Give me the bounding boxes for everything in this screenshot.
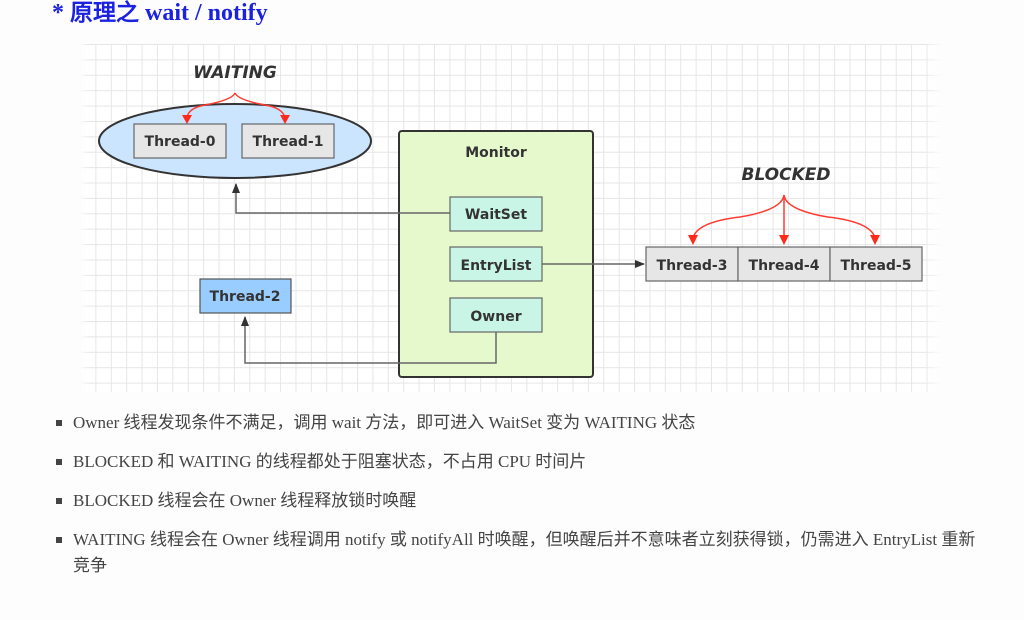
- thread-box-blocked[interactable]: Thread-5: [829, 246, 923, 282]
- thread-box-waiting[interactable]: Thread-1: [241, 123, 335, 159]
- owner-label: Owner: [470, 309, 521, 325]
- waitset-label: WaitSet: [465, 207, 527, 223]
- blocked-arrow-right: [783, 194, 876, 239]
- bullet-marker: [56, 498, 62, 504]
- waiting-arrow-right: [234, 92, 286, 119]
- blocked-label: BLOCKED: [741, 165, 830, 185]
- thread-4-label: Thread-4: [749, 258, 820, 274]
- entrylist-label: EntryList: [461, 258, 532, 274]
- waiting-arrowhead-right: [280, 115, 290, 124]
- thread-1-label: Thread-1: [253, 134, 324, 150]
- waiting-arrowhead-left: [182, 115, 192, 124]
- thread-3-label: Thread-3: [657, 258, 728, 274]
- waitset-to-waiting-connector: [232, 183, 450, 214]
- bullet-marker: [56, 537, 62, 543]
- title-latin: wait / notify: [139, 0, 268, 26]
- list-item-text: WAITING 线程会在 Owner 线程调用 notify 或 notifyA…: [73, 530, 976, 575]
- title-cjk: 原理之: [70, 0, 139, 26]
- waiting-arrow-left: [186, 92, 236, 119]
- thread-box-waiting[interactable]: Thread-0: [133, 123, 227, 159]
- monitor-title: Monitor: [465, 145, 527, 161]
- bullet-marker: [56, 420, 62, 426]
- thread-box-blocked[interactable]: Thread-3: [645, 246, 739, 282]
- list-item-text: Owner 线程发现条件不满足，调用 wait 方法，即可进入 WaitSet …: [73, 413, 696, 432]
- thread-5-label: Thread-5: [841, 258, 912, 274]
- waiting-label: WAITING: [193, 63, 277, 83]
- list-item: BLOCKED 和 WAITING 的线程都处于阻塞状态，不占用 CPU 时间片: [56, 449, 996, 475]
- thread-box-blocked[interactable]: Thread-4: [737, 246, 831, 282]
- list-item-text: BLOCKED 线程会在 Owner 线程释放锁时唤醒: [73, 491, 417, 510]
- title-prefix: *: [52, 0, 70, 26]
- waitset-box[interactable]: WaitSet: [449, 196, 543, 232]
- list-item: Owner 线程发现条件不满足，调用 wait 方法，即可进入 WaitSet …: [56, 410, 996, 436]
- bullet-marker: [56, 459, 62, 465]
- list-item: BLOCKED 线程会在 Owner 线程释放锁时唤醒: [56, 488, 996, 514]
- blocked-arrowhead-right: [870, 235, 880, 245]
- thread-0-label: Thread-0: [145, 134, 216, 150]
- blocked-arrow-left: [692, 194, 785, 239]
- waitset-ellipse: [98, 103, 372, 179]
- owner-to-thread2-connector: [241, 316, 497, 364]
- owner-thread-box[interactable]: Thread-2: [199, 278, 292, 314]
- list-item: WAITING 线程会在 Owner 线程调用 notify 或 notifyA…: [56, 527, 978, 579]
- entrylist-box[interactable]: EntryList: [449, 246, 543, 282]
- blocked-arrowhead-left: [688, 235, 698, 245]
- blocked-arrowhead-center: [779, 235, 789, 245]
- list-item-text: BLOCKED 和 WAITING 的线程都处于阻塞状态，不占用 CPU 时间片: [73, 452, 587, 471]
- thread-2-label: Thread-2: [210, 289, 281, 305]
- bullet-list: Owner 线程发现条件不满足，调用 wait 方法，即可进入 WaitSet …: [56, 410, 996, 592]
- page-title: * 原理之 wait / notify: [52, 0, 268, 29]
- owner-box[interactable]: Owner: [449, 297, 543, 333]
